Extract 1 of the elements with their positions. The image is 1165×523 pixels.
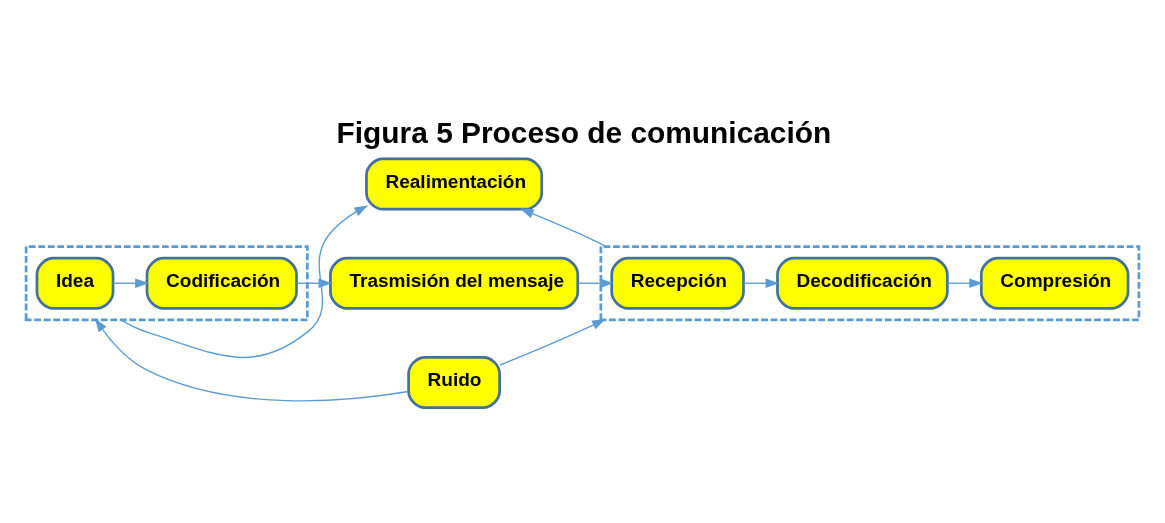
diagram-title: Figura 5 Proceso de comunicación [336,116,832,150]
